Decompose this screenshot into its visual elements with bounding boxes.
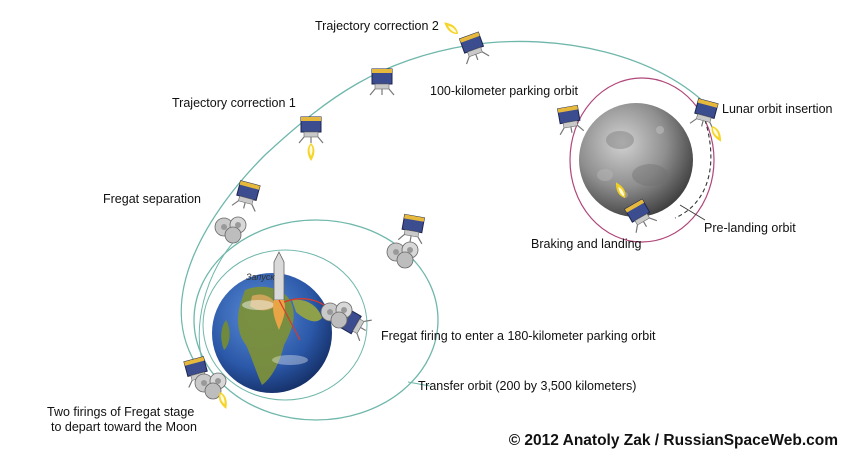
label-braking-and-landing: Braking and landing xyxy=(531,237,642,251)
label-parking-orbit-100: 100-kilometer parking orbit xyxy=(430,84,578,98)
transfer-orbit-path xyxy=(193,219,439,421)
spacecraft-icon xyxy=(369,68,395,96)
spacecraft-icon xyxy=(555,104,585,136)
moon-icon xyxy=(579,103,693,217)
label-transfer-orbit: Transfer orbit (200 by 3,500 kilometers) xyxy=(418,379,637,393)
fregat-stage-icon xyxy=(214,216,247,244)
label-launch: Запуск xyxy=(246,272,275,282)
label-fregat-separation: Fregat separation xyxy=(103,192,201,206)
lunar-parking-orbit xyxy=(569,77,715,243)
copyright-credit: © 2012 Anatoly Zak / RussianSpaceWeb.com xyxy=(508,432,838,449)
label-pre-landing-orbit: Pre-landing orbit xyxy=(704,221,796,235)
label-trajectory-correction-1: Trajectory correction 1 xyxy=(172,96,296,110)
label-lunar-orbit-insertion: Lunar orbit insertion xyxy=(722,102,833,116)
earth-moon-trajectory xyxy=(180,40,713,371)
fregat-stage-icon xyxy=(386,241,419,269)
spacecraft-icon xyxy=(397,213,427,245)
spacecraft-icon xyxy=(298,116,324,144)
parking-orbit-path xyxy=(202,249,368,401)
engine-flame-icon xyxy=(442,19,461,37)
pre-landing-pointer xyxy=(679,204,706,221)
label-fregat-firing: Fregat firing to enter a 180-kilometer p… xyxy=(381,329,656,343)
spacecraft-icon xyxy=(231,179,263,213)
label-two-firings-line2: to depart toward the Moon xyxy=(51,420,197,434)
label-trajectory-correction-2: Trajectory correction 2 xyxy=(315,19,439,33)
earth-icon xyxy=(212,273,332,393)
spacecraft-icon xyxy=(457,30,490,65)
transfer-orbit-leader xyxy=(407,381,431,387)
rocket-icon xyxy=(273,251,301,341)
departure-loop xyxy=(198,234,241,371)
engine-flame-icon xyxy=(307,143,315,161)
spacecraft-icon xyxy=(689,97,721,131)
pre-landing-orbit-path xyxy=(674,119,712,219)
engine-flame-icon xyxy=(709,124,724,144)
label-two-firings-line1: Two firings of Fregat stage xyxy=(47,405,195,419)
